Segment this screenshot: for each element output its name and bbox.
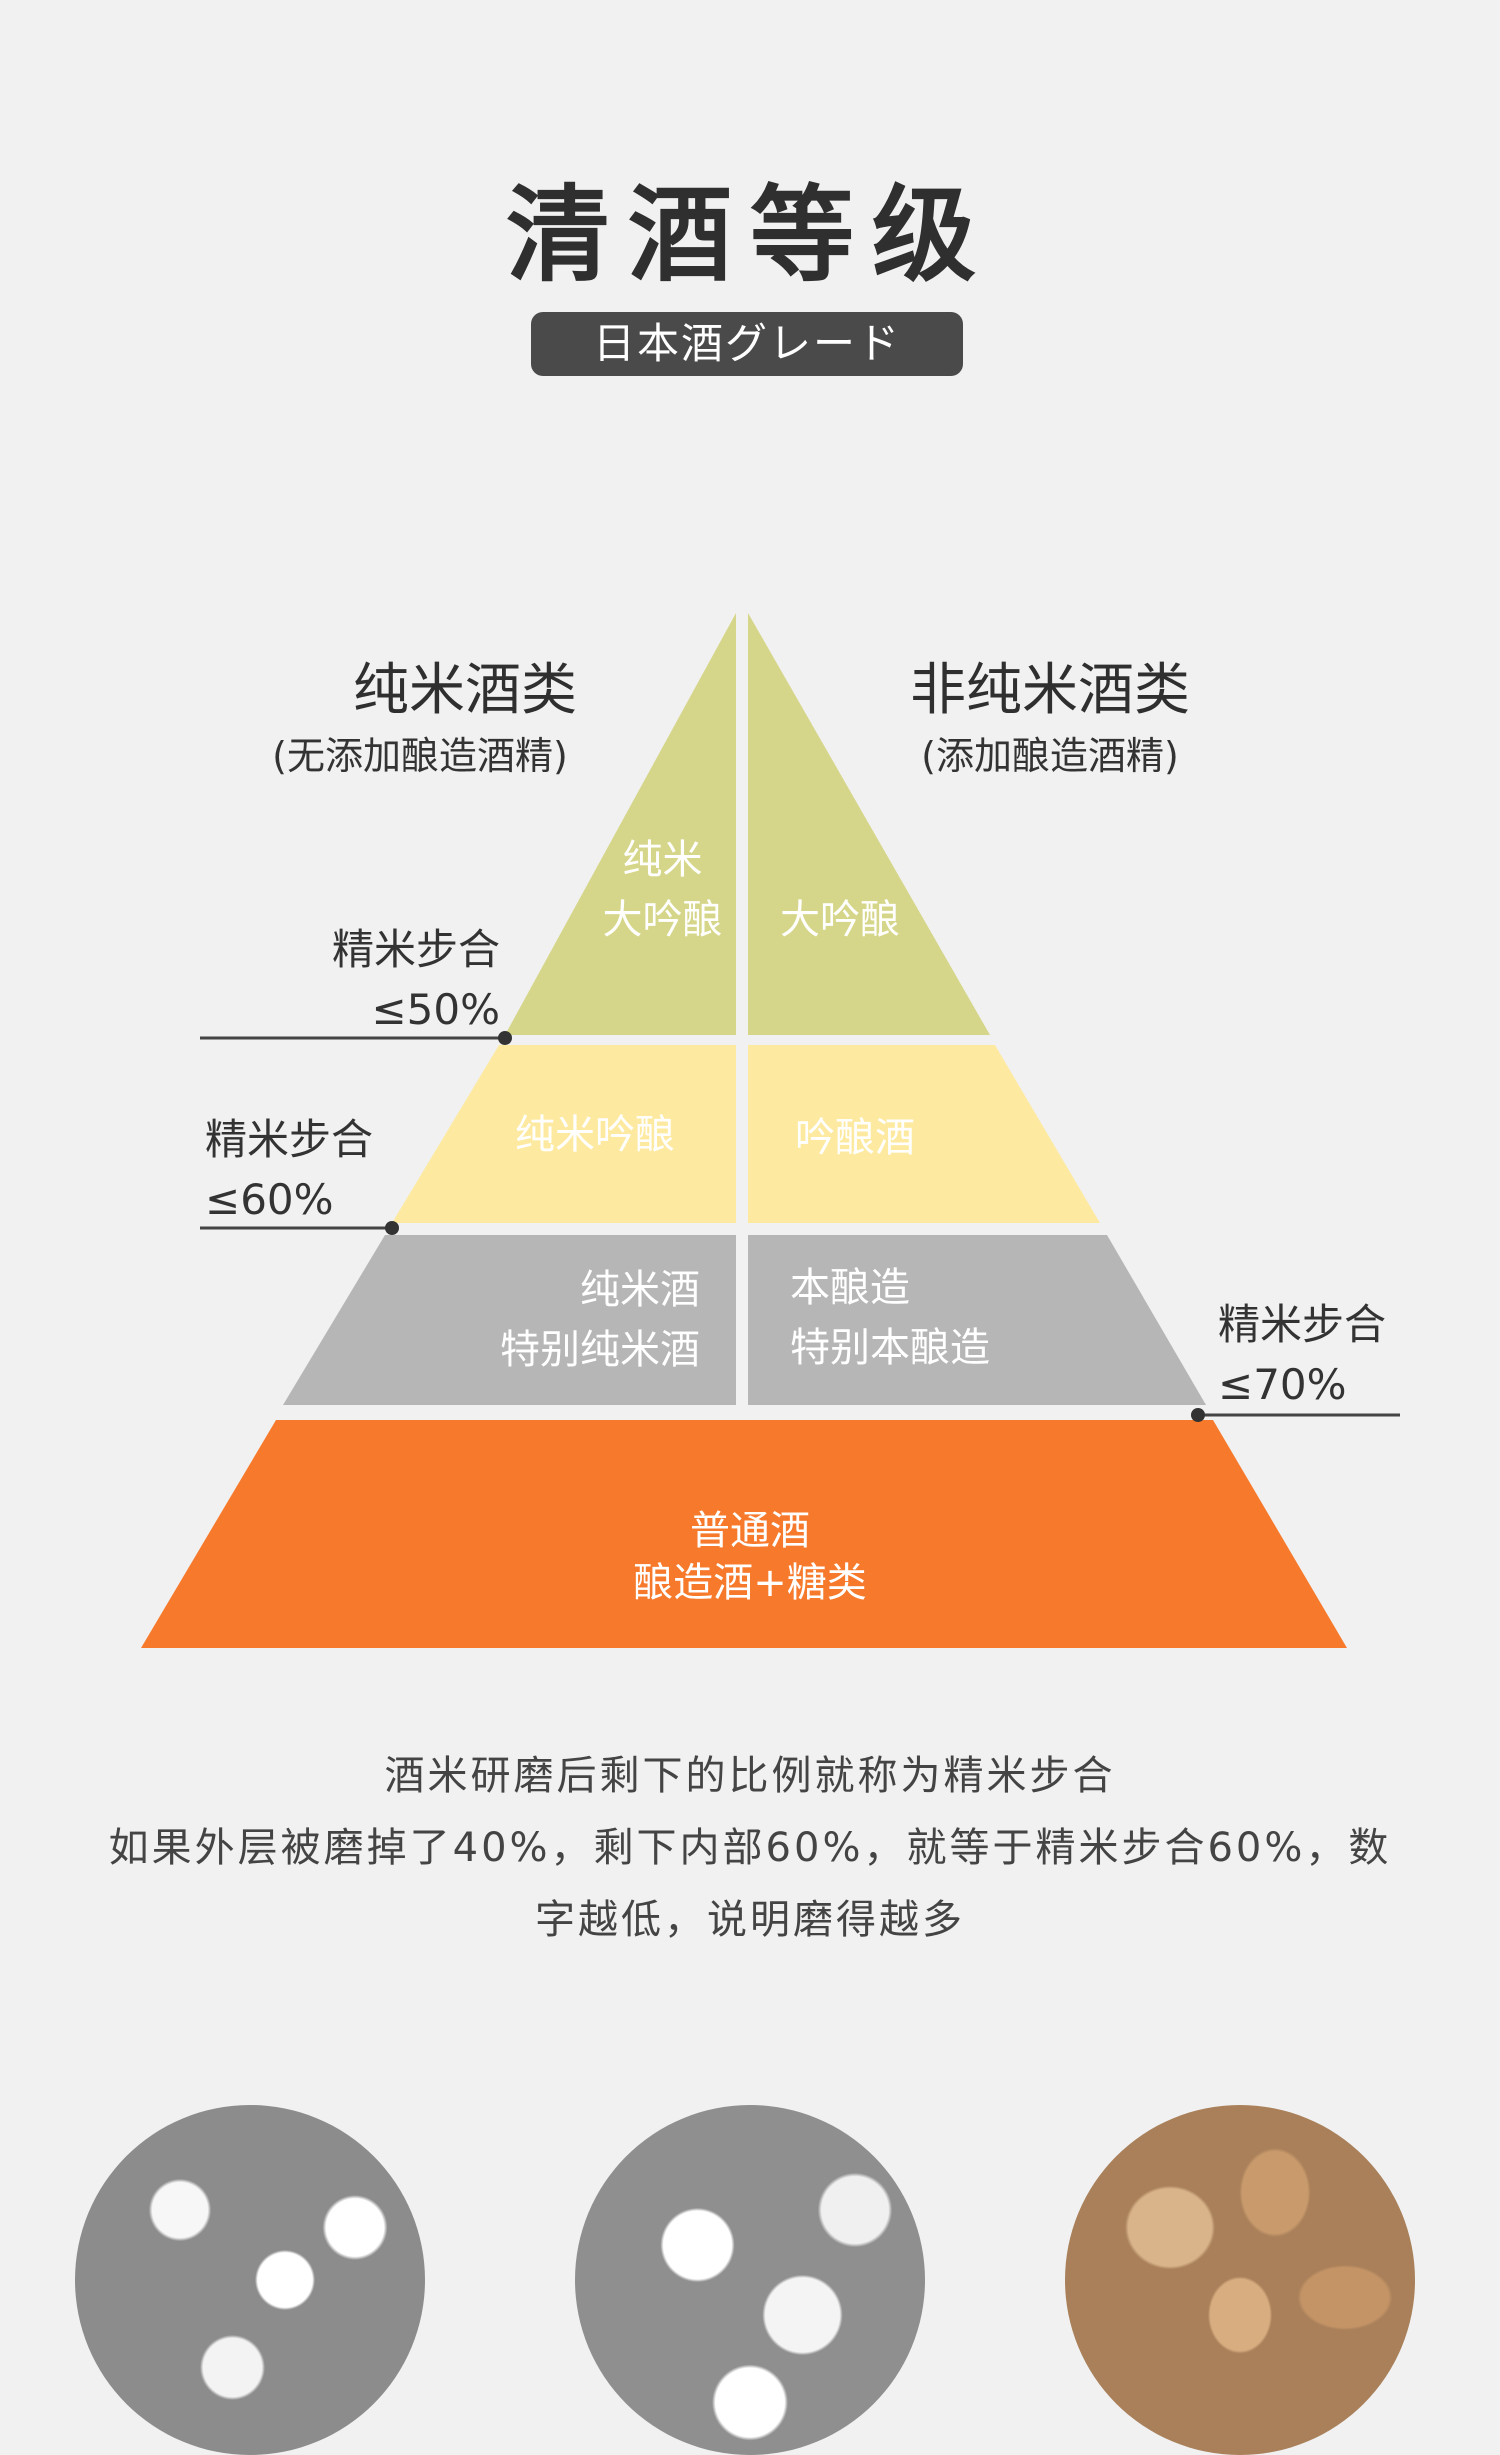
- rice-photo-polished: [75, 2105, 425, 2455]
- rice-photo-brown: [1065, 2105, 1415, 2455]
- right-category-title: 非纯米酒类: [910, 658, 1190, 723]
- layer-top-left-label: 纯米 大吟酿: [570, 830, 755, 950]
- layer-second-left: [392, 1045, 736, 1223]
- threshold-50: 精米步合 ≤50%: [300, 920, 500, 1040]
- left-category-title: 纯米酒类: [353, 658, 577, 723]
- page-title: 清酒等级: [505, 173, 994, 296]
- layer-base: [141, 1420, 1347, 1648]
- layer-top-left-line1: 纯米: [622, 837, 703, 883]
- layer-top-left: [505, 613, 736, 1035]
- layer-third-left-line2: 特别纯米酒: [500, 1327, 700, 1373]
- rice-photo-semi-polished: [575, 2105, 925, 2455]
- layer-third-right-label: 本酿造 特别本酿造: [790, 1258, 1050, 1378]
- layer-third-left-label: 纯米酒 特别纯米酒: [440, 1260, 700, 1380]
- threshold-70-label: 精米步合: [1218, 1300, 1387, 1349]
- layer-second-right-label: 吟酿酒: [795, 1115, 915, 1161]
- description-line2: 如果外层被磨掉了40%，剩下内部60%，就等于精米步合60%，数: [108, 1825, 1392, 1871]
- layer-third-right: [748, 1235, 1206, 1405]
- threshold-50-value: ≤50%: [371, 985, 500, 1034]
- description-line3: 字越低，说明磨得越多: [535, 1897, 965, 1943]
- layer-third-left: [283, 1235, 736, 1405]
- subtitle-badge: 日本酒グレード: [531, 312, 963, 376]
- threshold-60-label: 精米步合: [205, 1115, 374, 1164]
- layer-second-left-label: 纯米吟酿: [515, 1112, 675, 1158]
- layer-third-left-line1: 纯米酒: [580, 1267, 700, 1313]
- threshold-60: 精米步合 ≤60%: [205, 1110, 405, 1230]
- right-category-note: (添加酿造酒精): [921, 734, 1179, 778]
- grade-pyramid: [141, 613, 1400, 1648]
- layer-base-line1: 普通酒: [690, 1508, 810, 1554]
- layer-top-right-label: 大吟酿: [780, 897, 900, 943]
- layer-base-line2: 酿造酒+糖类: [633, 1560, 867, 1606]
- layer-top-left-line2: 大吟酿: [602, 897, 723, 943]
- threshold-70: 精米步合 ≤70%: [1218, 1295, 1438, 1415]
- layer-third-right-line2: 特别本酿造: [790, 1325, 990, 1371]
- threshold-70-value: ≤70%: [1218, 1360, 1347, 1409]
- description: 酒米研磨后剩下的比例就称为精米步合 如果外层被磨掉了40%，剩下内部60%，就等…: [60, 1740, 1440, 1956]
- sake-grade-infographic: 清酒等级 日本酒グレード 纯米酒类 (无添加酿造酒精) 非纯米酒类 (添加酿造酒…: [60, 173, 1440, 2455]
- layer-third-right-line1: 本酿造: [790, 1265, 910, 1311]
- threshold-50-label: 精米步合: [331, 925, 500, 974]
- threshold-dot-70: [1191, 1408, 1205, 1422]
- description-line1: 酒米研磨后剩下的比例就称为精米步合: [384, 1753, 1116, 1799]
- layer-second-right: [748, 1045, 1100, 1223]
- threshold-dot-60: [385, 1221, 399, 1235]
- left-category-note: (无添加酿造酒精): [272, 734, 568, 778]
- layer-base-label: 普通酒 酿造酒+糖类: [550, 1505, 950, 1609]
- layer-top-right: [748, 613, 990, 1035]
- threshold-dot-50: [498, 1031, 512, 1045]
- threshold-60-value: ≤60%: [205, 1175, 334, 1224]
